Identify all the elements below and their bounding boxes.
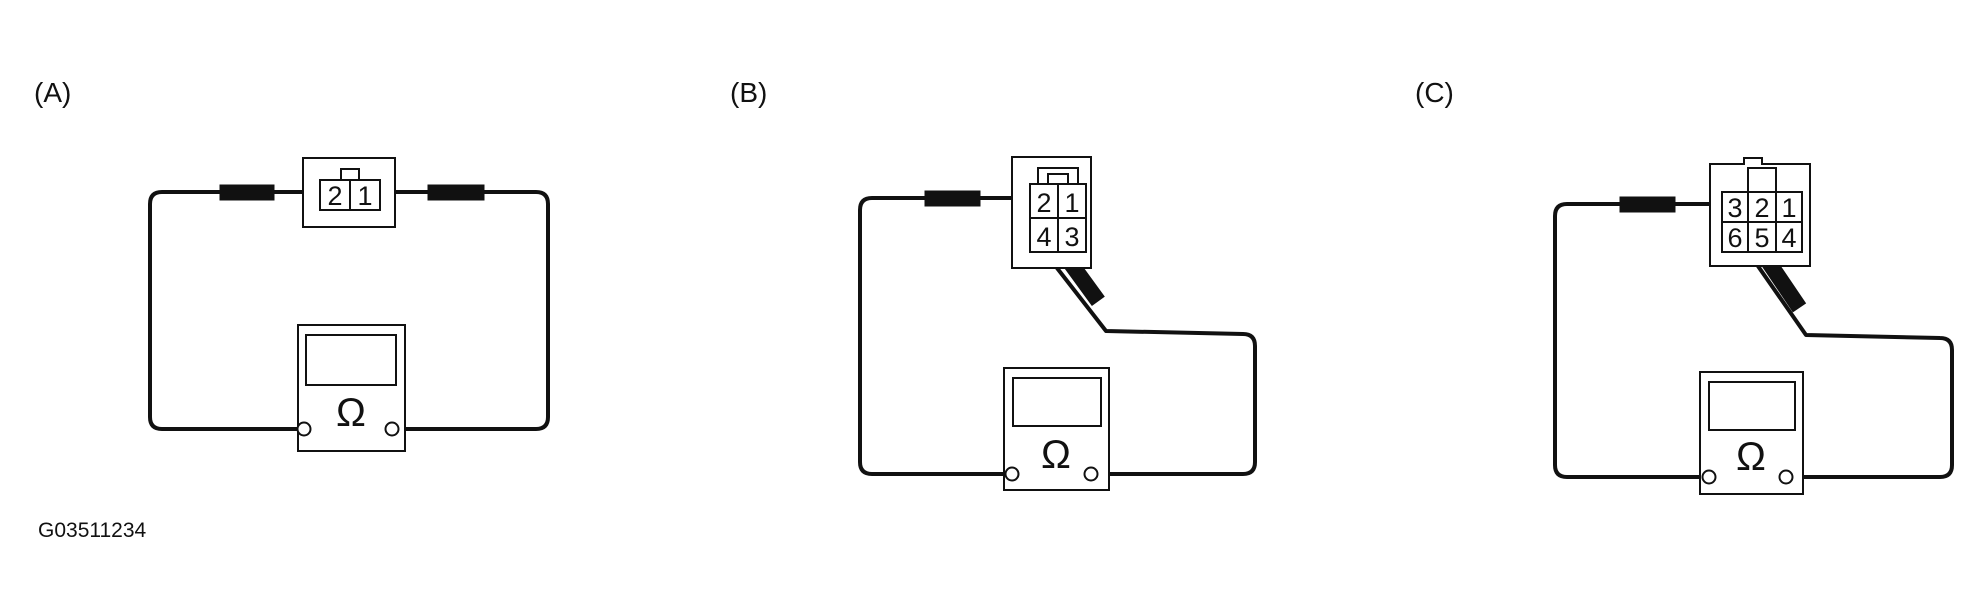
figure-code: G03511234: [38, 519, 147, 542]
panel-a-ohmmeter: Ω: [296, 324, 406, 452]
panel-c-ohm-symbol: Ω: [1736, 435, 1766, 479]
panel-b-connector: 2 1 4 3: [1011, 156, 1092, 269]
panel-c-jack-left: [1701, 469, 1717, 485]
panel-a-test-lead-right: [364, 190, 550, 431]
panel-a-label: (A): [34, 77, 71, 108]
panel-c-test-lead-right: [1742, 244, 1954, 479]
panel-c-connector-shell: [1709, 157, 1811, 267]
panel-a-probe-right: [427, 184, 485, 201]
panel-a-jack-left: [296, 421, 312, 437]
panel-b-jack-left: [1004, 466, 1020, 482]
panel-b-pin-1: 2: [1036, 188, 1051, 218]
panel-a-pin-1: 2: [327, 181, 342, 211]
panel-a-pin-2: 1: [357, 181, 372, 211]
panel-b-pin-3: 4: [1036, 222, 1051, 252]
panel-b-pin-4: 3: [1064, 222, 1079, 252]
panel-c-pin-6: 4: [1781, 223, 1796, 253]
panel-a-ohm-symbol: Ω: [336, 391, 366, 435]
panel-c-connector: 3 2 1 6 5 4: [1709, 157, 1811, 267]
panel-b-test-lead-left: [858, 196, 1034, 476]
panel-b-jack-right: [1083, 466, 1099, 482]
panel-b-label: (B): [730, 77, 767, 108]
panel-a-test-lead-left: [148, 190, 330, 431]
panel-c-pin-3: 1: [1781, 193, 1796, 223]
panel-c-pin-1: 3: [1727, 193, 1742, 223]
panel-a-jack-right: [384, 421, 400, 437]
panel-c-test-lead-left: [1553, 202, 1722, 479]
panel-c-label: (C): [1415, 77, 1454, 108]
panel-c: (C) 3 2 1 6 5 4 Ω: [1415, 77, 1954, 495]
panel-b-ohm-symbol: Ω: [1041, 433, 1071, 477]
panel-c-pin-4: 6: [1727, 223, 1742, 253]
panel-c-jack-right: [1778, 469, 1794, 485]
panel-b-pin-2: 1: [1064, 188, 1079, 218]
panel-c-probe-left: [1619, 196, 1676, 213]
panel-b: (B) 2 1 4 3 Ω: [730, 77, 1257, 491]
panel-b-test-lead-right: [1034, 239, 1257, 476]
panel-a-connector: 2 1: [302, 157, 396, 228]
panel-c-pin-5: 5: [1754, 223, 1769, 253]
panel-b-ohmmeter: Ω: [1003, 367, 1110, 491]
panel-b-probe-left: [924, 190, 981, 207]
panel-a: (A) 2 1 Ω: [34, 77, 550, 452]
panel-c-ohmmeter: Ω: [1699, 371, 1804, 495]
panel-a-probe-left: [219, 184, 275, 201]
panel-c-pin-2: 2: [1754, 193, 1769, 223]
